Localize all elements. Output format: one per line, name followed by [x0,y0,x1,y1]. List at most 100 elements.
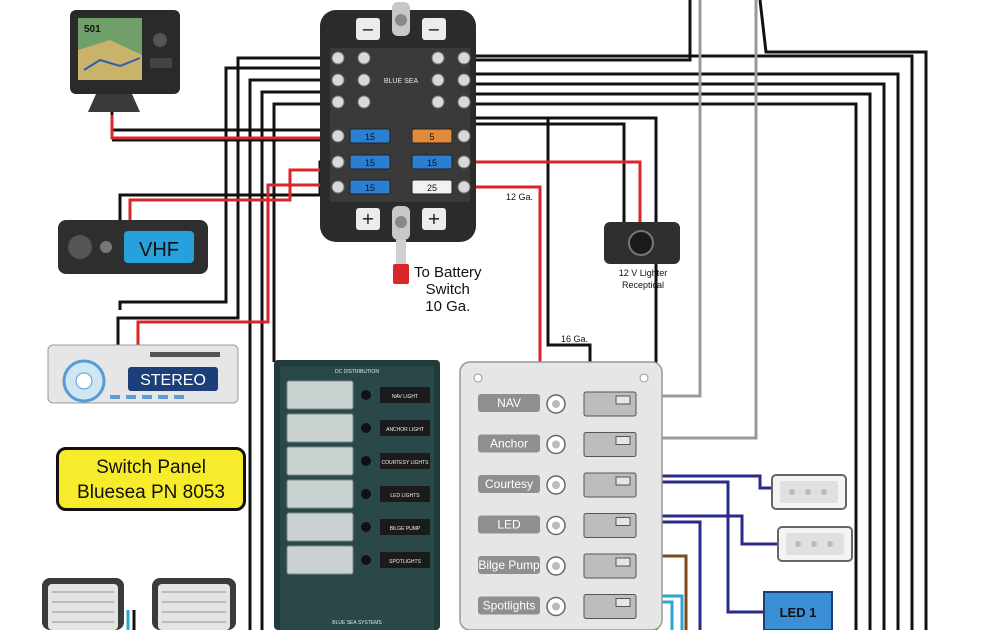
courtesy-light-1 [771,474,847,510]
callout-line2: Bluesea PN 8053 [77,482,225,503]
switch-label-plate [478,394,540,412]
switch-row-1: NAV [478,391,637,417]
fuse-value-3: 15 [365,158,375,168]
fuse-value-5: 15 [365,183,375,193]
fuse-row-group: 15 5 15 15 15 25 [349,128,453,195]
switch-label: Bilge Pump [478,558,540,572]
courtesy-light-2 [777,526,853,562]
indicator-light-icon [361,489,371,499]
dc-panel-header: DC DISTRIBUTION [335,369,379,375]
vhf-radio [58,220,208,274]
fuse-value-4: 15 [427,158,437,168]
switch-label: Courtesy [485,477,533,491]
fuse-4: 15 [411,154,453,170]
positive-terminal-left [356,208,380,230]
gps-screen-text: 501 [84,24,101,35]
gps-fishfinder [70,10,180,112]
dc-panel-rocker[interactable] [286,512,354,542]
black-wire-bundle-right [440,0,928,630]
switch-row-2: Anchor [478,432,637,457]
screw-terminals [331,51,471,194]
svg-text:+: + [427,209,440,228]
gps-mount [88,94,140,112]
switch-row-6: Spotlights [478,594,637,619]
positive-terminal-right [422,208,446,230]
battery-switch-label: To Battery Switch 10 Ga. [414,264,482,315]
battery-label-line2: Switch [425,281,470,298]
stereo-unit [47,344,239,404]
negative-terminal-right [422,18,446,40]
stereo-label: STEREO [140,372,206,389]
dc-distribution-panel: NAV LIGHT ANCHOR LIGHT COURTESY LIGHTS LED … [274,360,440,630]
lighter-label: 12 V Lighter Receptical [604,267,682,291]
dc-panel-rocker[interactable] [286,413,354,443]
negative-terminal-left [356,18,380,40]
fuse-5: 15 [349,179,391,195]
switch-label-plate [478,434,540,453]
spotlight-left [42,578,124,630]
indicator-light-icon [361,456,371,466]
indicator-light-icon [361,522,371,532]
dc-panel-row-5: BILGE PUMP [286,512,430,542]
svg-text:+: + [361,209,374,228]
switch-label: Spotlights [483,599,536,613]
switch-row-4: LED [478,513,637,538]
switch-row-3: Courtesy [478,472,637,498]
dc-panel-rocker[interactable] [286,479,354,509]
dc-panel-row-4: LED LIGHTS [286,479,430,509]
dc-panel-label: COURTESY LIGHTS [381,460,429,466]
spotlight-right [152,578,236,630]
vhf-display [124,231,194,263]
fuse-2: 5 [411,128,453,144]
dc-panel-footer: BLUE SEA SYSTEMS [332,620,382,626]
led-box-label: LED 1 [780,605,817,620]
dc-panel-row-1: NAV LIGHT [286,380,430,410]
gauge-label-12ga: 12 Ga. [506,192,534,202]
fuse-3: 15 [349,154,391,170]
indicator-light-icon [361,390,371,400]
fuse-block-brand: BLUE SEA [384,78,419,85]
lighter-receptacle [604,222,680,264]
svg-text:−: − [427,20,440,39]
led-box [763,591,833,630]
dc-panel-label: NAV LIGHT [392,394,418,400]
switch-label-plate [478,475,540,493]
stereo-display [128,367,218,391]
gauge-label-16ga: 16 Ga. [561,334,589,344]
svg-text:−: − [361,20,374,39]
indicator-light-icon [361,555,371,565]
fuse-value-6: 25 [427,183,437,193]
dc-panel-rocker[interactable] [286,446,354,476]
battery-cable-end [393,240,409,284]
dc-panel-label: LED LIGHTS [390,493,420,499]
dc-panel-label: ANCHOR LIGHT [386,427,424,433]
switch-panel-callout: Switch Panel Bluesea PN 8053 [56,447,246,511]
dc-panel-row-6: SPOTLIGHTS [286,545,430,575]
switch-label: Anchor [490,437,528,451]
battery-label-line1: To Battery [414,264,482,281]
fuse-6: 25 [411,179,453,195]
dc-panel-label: SPOTLIGHTS [389,559,421,565]
vhf-label: VHF [139,239,179,261]
fuse-value-2: 5 [429,132,434,142]
vhf-knob-icon [68,235,92,259]
dc-panel-rocker[interactable] [286,380,354,410]
dc-panel-rocker[interactable] [286,545,354,575]
lighter-label-line2: Receptical [621,280,665,290]
dc-panel-row-2: ANCHOR LIGHT [286,413,430,443]
colored-wire-bundle [126,474,780,630]
fuse-value-1: 15 [365,132,375,142]
fuse-block: − − + + 15 5 15 15 15 25 [320,2,476,242]
dc-panel-label: BILGE PUMP [390,526,421,532]
fuse-1: 15 [349,128,391,144]
switch-label: LED [497,518,521,532]
switch-label-plate [478,515,540,534]
lighter-label-line1: 12 V Lighter [618,268,668,278]
dc-panel-row-3: COURTESY LIGHTS [286,446,430,476]
switch-label-plate [478,596,540,615]
switch-row-5: Bilge Pump [478,553,637,579]
switch-label-plate [478,556,540,574]
battery-label-line3: 10 Ga. [425,298,471,315]
